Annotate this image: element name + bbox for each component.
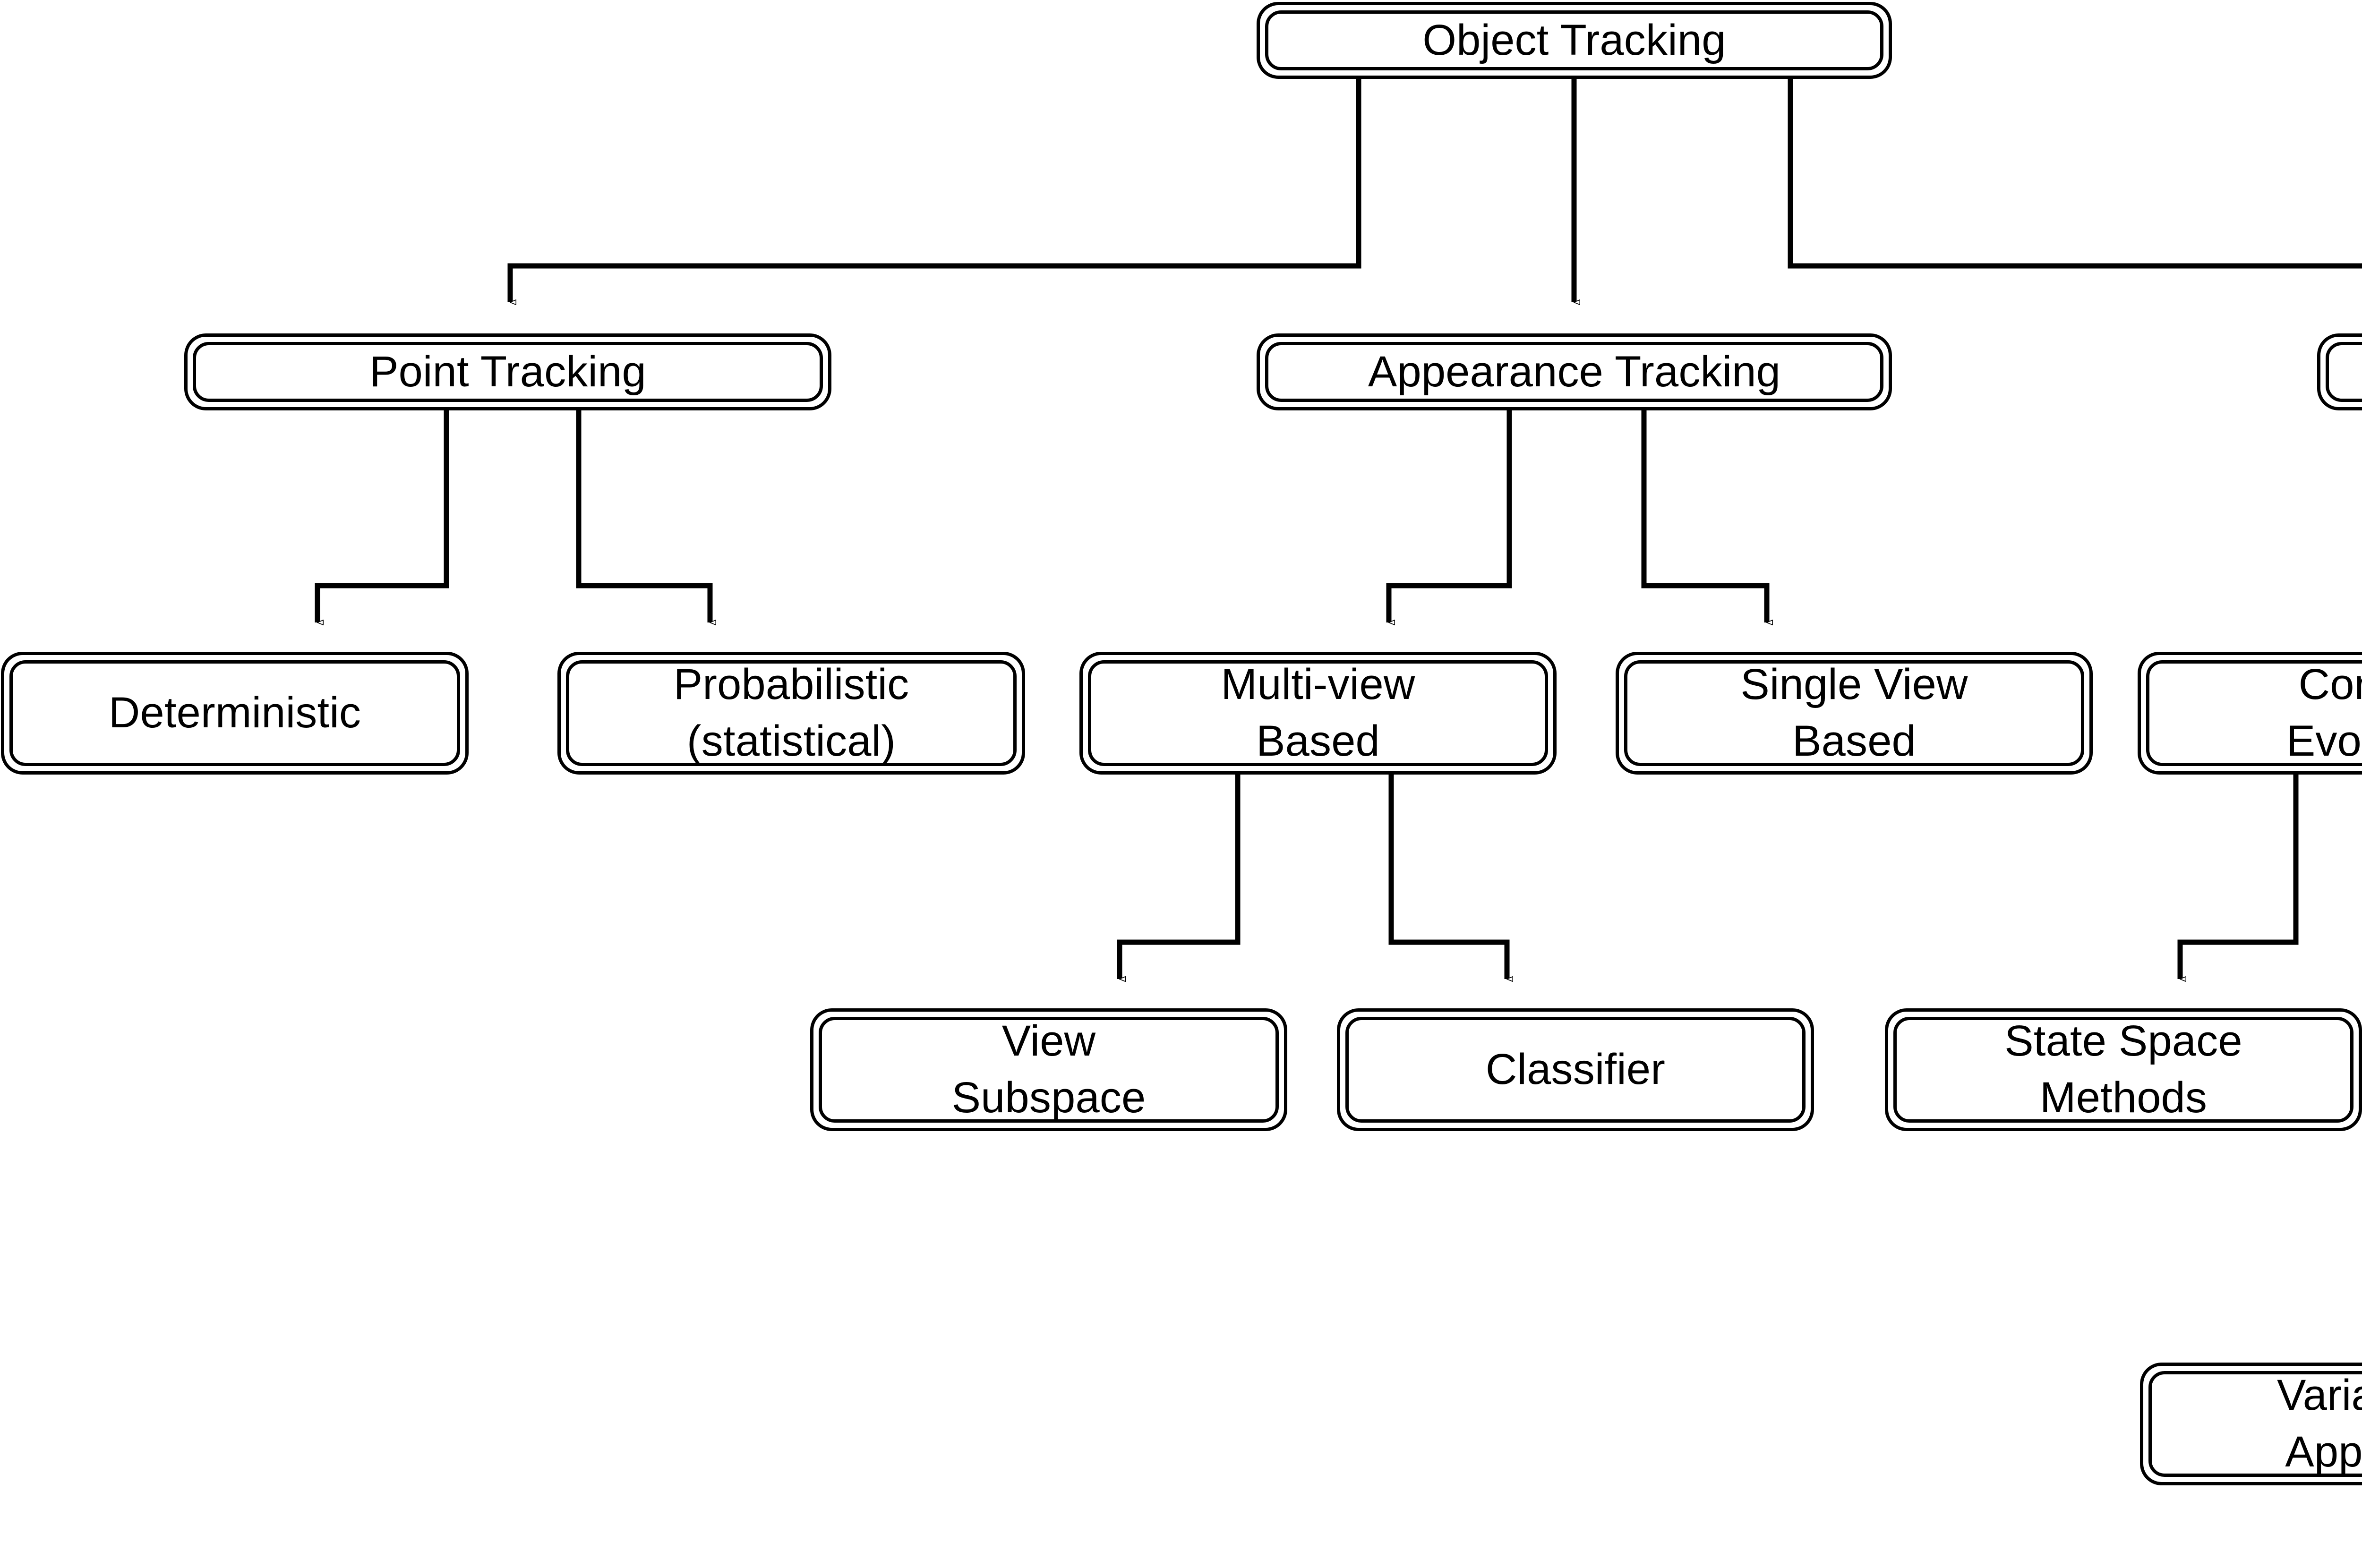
node-state-space-methods[interactable]: State Space Methods	[1885, 1008, 2362, 1131]
node-inner-border-contour-evolution: Contour Evolution	[2146, 660, 2362, 766]
node-label-point-tracking: Point Tracking	[369, 347, 646, 396]
edge-contour-evolution-to-state-space	[2177, 775, 2299, 979]
node-label-probabilistic: Probabilistic (statistical)	[673, 660, 909, 765]
node-variational-approach[interactable]: Variational Approach	[2140, 1363, 2362, 1485]
node-inner-border-single-view-based: Single View Based	[1624, 660, 2084, 766]
node-label-classifier: Classifier	[1485, 1045, 1666, 1094]
node-inner-border-state-space-methods: State Space Methods	[1893, 1017, 2353, 1123]
node-silhouette-tracking[interactable]: Silhouette Tracking	[2317, 333, 2362, 410]
node-inner-border-variational-approach: Variational Approach	[2148, 1371, 2362, 1477]
node-label-object-tracking: Object Tracking	[1422, 16, 1726, 64]
node-inner-border-view-subspace: View Subspace	[819, 1017, 1279, 1123]
node-inner-border-object-tracking: Object Tracking	[1265, 10, 1883, 70]
node-single-view-based[interactable]: Single View Based	[1616, 652, 2093, 775]
node-inner-border-probabilistic: Probabilistic (statistical)	[566, 660, 1017, 766]
edge-appearance-tracking-to-single-view	[1641, 410, 1767, 622]
node-inner-border-silhouette-tracking: Silhouette Tracking	[2326, 342, 2362, 402]
node-inner-border-deterministic: Deterministic	[9, 660, 460, 766]
node-classifier[interactable]: Classifier	[1337, 1008, 1814, 1131]
node-inner-border-appearance-tracking: Appearance Tracking	[1265, 342, 1883, 402]
node-point-tracking[interactable]: Point Tracking	[184, 333, 831, 410]
node-label-contour-evolution: Contour Evolution	[2286, 660, 2362, 765]
node-label-single-view-based: Single View Based	[1740, 660, 1968, 765]
node-label-state-space-methods: State Space Methods	[2004, 1017, 2242, 1122]
edge-point-tracking-to-probabilistic	[576, 410, 710, 622]
node-appearance-tracking[interactable]: Appearance Tracking	[1257, 333, 1892, 410]
node-label-variational-approach: Variational Approach	[2276, 1371, 2362, 1476]
node-contour-evolution[interactable]: Contour Evolution	[2138, 652, 2362, 775]
edge-multi-view-to-classifier	[1388, 775, 1507, 979]
node-label-view-subspace: View Subspace	[951, 1017, 1146, 1122]
node-inner-border-point-tracking: Point Tracking	[193, 342, 823, 402]
edge-multi-view-to-view-subspace	[1117, 775, 1241, 979]
edge-appearance-tracking-to-multi-view	[1386, 410, 1512, 622]
node-probabilistic[interactable]: Probabilistic (statistical)	[557, 652, 1025, 775]
edge-object-tracking-to-silhouette-tracking	[1788, 79, 2362, 269]
node-label-multi-view-based: Multi-view Based	[1221, 660, 1415, 765]
node-inner-border-classifier: Classifier	[1345, 1017, 1806, 1123]
node-label-deterministic: Deterministic	[108, 689, 361, 737]
node-object-tracking[interactable]: Object Tracking	[1257, 2, 1892, 79]
edge-object-tracking-to-point-tracking	[507, 79, 1361, 302]
node-label-appearance-tracking: Appearance Tracking	[1368, 347, 1781, 396]
node-multi-view-based[interactable]: Multi-view Based	[1079, 652, 1557, 775]
node-view-subspace[interactable]: View Subspace	[810, 1008, 1287, 1131]
node-inner-border-multi-view-based: Multi-view Based	[1088, 660, 1548, 766]
edge-point-tracking-to-deterministic	[315, 410, 449, 622]
node-deterministic[interactable]: Deterministic	[1, 652, 469, 775]
node-label-silhouette-tracking: Silhouette Tracking	[2329, 344, 2362, 401]
